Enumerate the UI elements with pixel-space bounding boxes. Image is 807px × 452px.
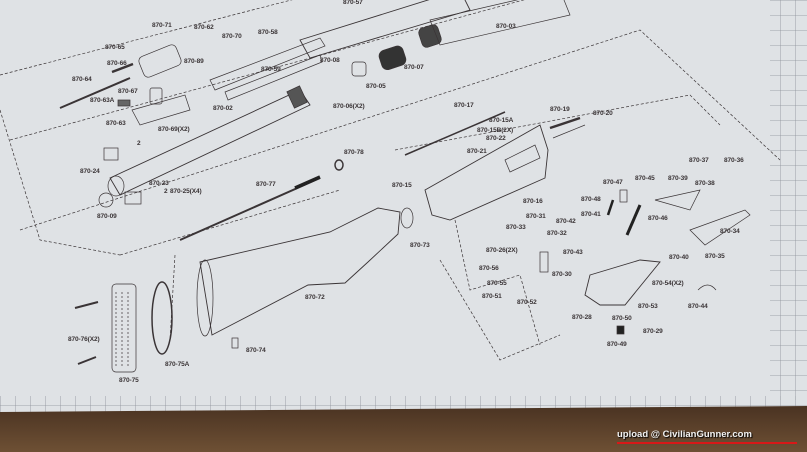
part-label: 2 (137, 140, 141, 147)
part-label: 870-15B(2X) (477, 127, 514, 134)
part-label: 870-06(X2) (333, 103, 365, 110)
part-label: 870-48 (581, 196, 601, 203)
part-label: 870-16 (523, 198, 543, 205)
part-label: 870-69(X2) (158, 126, 190, 133)
part-label: 870-72 (305, 294, 325, 301)
part-label: 870-89 (184, 58, 204, 65)
part-label: 870-43 (563, 249, 583, 256)
part-label: 870-50 (612, 315, 632, 322)
part-label: 870-03 (496, 23, 516, 30)
part-label: 870-47 (603, 179, 623, 186)
part-label: 870-45 (635, 175, 655, 182)
part-label: 870-28 (572, 314, 592, 321)
part-label: 870-66 (107, 60, 127, 67)
part-label: 870-31 (526, 213, 546, 220)
part-label: 870-33 (506, 224, 526, 231)
part-label: 870-08 (320, 57, 340, 64)
part-label: 870-38 (695, 180, 715, 187)
part-label: 870-64 (72, 76, 92, 83)
part-label: 870-67 (118, 88, 138, 95)
part-label: 870-34 (720, 228, 740, 235)
part-label: 870-15 (392, 182, 412, 189)
part-label: 870-65 (105, 44, 125, 51)
part-label: 870-17 (454, 102, 474, 109)
part-label: 870-70 (222, 33, 242, 40)
part-label: 870-44 (688, 303, 708, 310)
part-label: 870-21 (467, 148, 487, 155)
watermark-underline (617, 442, 797, 444)
part-label: 870-25(X4) (170, 188, 202, 195)
graph-grid-right (770, 0, 807, 400)
part-label: 870-52 (517, 299, 537, 306)
part-label: 870-15A (489, 117, 514, 124)
part-label: 870-07 (404, 64, 424, 71)
part-label: 870-58 (258, 29, 278, 36)
part-label: 870-62 (194, 24, 214, 31)
part-label: 870-51 (482, 293, 502, 300)
part-label: 870-20 (593, 110, 613, 117)
part-label: 870-26(2X) (486, 247, 518, 254)
part-label: 870-30 (552, 271, 572, 278)
part-label: 870-71 (152, 22, 172, 29)
part-label: 870-35 (705, 253, 725, 260)
part-label: 870-59 (261, 66, 281, 73)
part-label: 870-46 (648, 215, 668, 222)
part-label: 870-56 (479, 265, 499, 272)
part-label: 870-77 (256, 181, 276, 188)
part-label: 870-78 (344, 149, 364, 156)
part-label: 870-32 (547, 230, 567, 237)
part-label: 870-41 (581, 211, 601, 218)
part-label: 870-24 (80, 168, 100, 175)
part-label: 870-54(X2) (652, 280, 684, 287)
watermark: upload @ CivilianGunner.com (617, 429, 752, 440)
table-surface (0, 406, 807, 452)
part-label: 870-74 (246, 347, 266, 354)
part-label: 870-42 (556, 218, 576, 225)
part-label: 870-73 (410, 242, 430, 249)
part-label: 870-75A (165, 361, 190, 368)
part-label: 870-09 (97, 213, 117, 220)
part-label: 870-57 (343, 0, 363, 6)
part-label: 870-55 (487, 280, 507, 287)
part-label: 870-39 (668, 175, 688, 182)
part-label: 870-19 (550, 106, 570, 113)
part-label: 870-22 (486, 135, 506, 142)
part-label: 870-40 (669, 254, 689, 261)
part-label: 870-02 (213, 105, 233, 112)
part-label: 870-23 (149, 180, 169, 187)
part-label: 2 (164, 188, 168, 195)
part-label: 870-49 (607, 341, 627, 348)
part-label: 870-37 (689, 157, 709, 164)
part-label: 870-36 (724, 157, 744, 164)
part-label: 870-05 (366, 83, 386, 90)
part-label: 870-63A (90, 97, 115, 104)
part-label: 870-75 (119, 377, 139, 384)
part-label: 870-76(X2) (68, 336, 100, 343)
part-label: 870-63 (106, 120, 126, 127)
part-label: 870-53 (638, 303, 658, 310)
part-label: 870-29 (643, 328, 663, 335)
